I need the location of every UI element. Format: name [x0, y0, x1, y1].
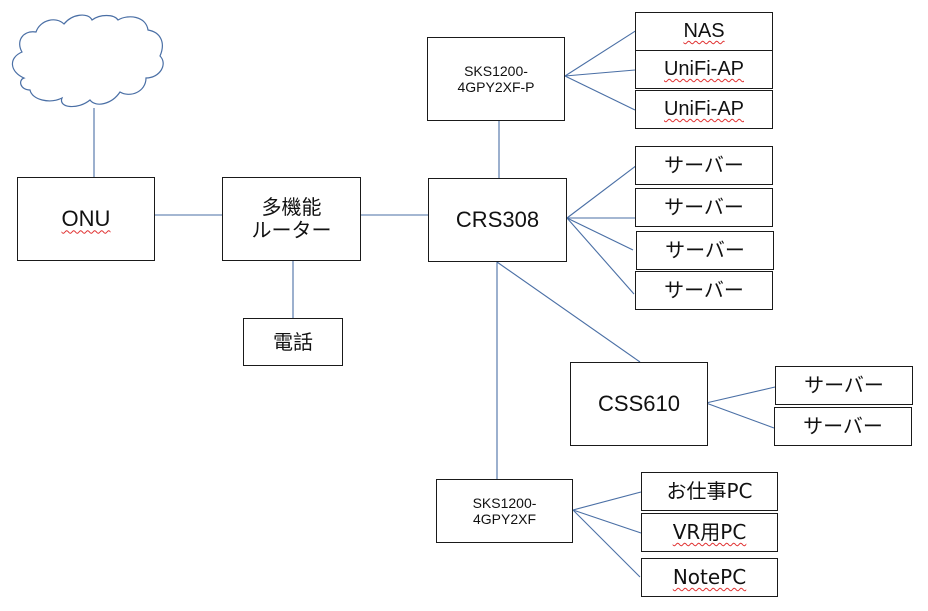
node-label: 多機能 ルーター [251, 195, 332, 242]
node-label: サーバー [803, 414, 883, 438]
edge-css610-server_5 [705, 386, 776, 404]
internet-cloud [11, 14, 164, 108]
edge-sks_p-unifi_ap_1 [564, 69, 636, 77]
edge-crs308-server_3 [566, 217, 634, 251]
node-server: サーバー [774, 407, 912, 446]
node-phone: 電話 [243, 318, 343, 366]
node-label: サーバー [664, 195, 744, 219]
node-work-pc: お仕事PC [641, 472, 778, 511]
node-server: サーバー [775, 366, 913, 405]
node-server: サーバー [635, 146, 773, 185]
edge-sks-work_pc [572, 491, 642, 511]
edge-crs308-css610 [496, 261, 641, 363]
node-label: サーバー [804, 373, 884, 397]
edge-crs308-server_1 [566, 164, 638, 219]
node-label: NotePC [672, 565, 747, 589]
node-router: 多機能 ルーター [222, 177, 361, 261]
node-crs308: CRS308 [428, 178, 567, 262]
node-label: 電話 [273, 329, 313, 354]
node-nas: NAS [635, 12, 773, 51]
edge-sks-vr_pc [572, 509, 642, 534]
node-vr-pc: VR用PC [641, 513, 778, 552]
node-sks1200-4gpy2xf-p: SKS1200- 4GPY2XF-P [427, 37, 565, 121]
node-server: サーバー [635, 188, 773, 227]
edge-css610-server_6 [705, 402, 775, 429]
node-label: サーバー [664, 153, 744, 177]
node-sks1200-4gpy2xf: SKS1200- 4GPY2XF [436, 479, 573, 543]
node-label: サーバー [665, 238, 745, 262]
node-label: SKS1200- 4GPY2XF [472, 494, 537, 527]
node-label: CRS308 [455, 207, 540, 233]
node-label: NAS [683, 20, 725, 42]
node-label: VR用PC [672, 520, 747, 544]
node-server: サーバー [635, 271, 773, 310]
node-onu: ONU [17, 177, 155, 261]
node-unifi-ap: UniFi-AP [635, 50, 773, 89]
node-css610: CSS610 [570, 362, 708, 446]
node-label: お仕事PC [666, 479, 753, 503]
edge-crs308-server_4 [566, 217, 635, 295]
node-label: ONU [61, 206, 111, 232]
edge-sks_p-unifi_ap_2 [564, 75, 636, 111]
node-label: SKS1200- 4GPY2XF-P [457, 62, 535, 95]
edge-sks-note_pc [572, 509, 641, 578]
node-label: サーバー [664, 278, 744, 302]
node-server: サーバー [636, 231, 774, 270]
node-label: CSS610 [598, 391, 680, 417]
cloud-icon [11, 14, 164, 108]
node-unifi-ap: UniFi-AP [635, 90, 773, 129]
node-note-pc: NotePC [641, 558, 778, 597]
edge-sks_p-nas [564, 29, 638, 77]
node-label: UniFi-AP [663, 58, 744, 80]
node-label: UniFi-AP [663, 98, 744, 120]
